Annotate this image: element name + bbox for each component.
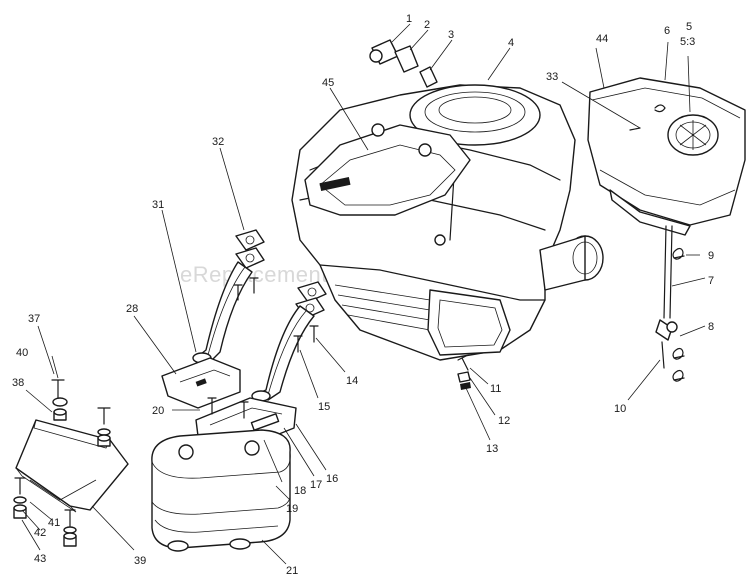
callout-19: 19 xyxy=(286,503,298,515)
callout-41: 41 xyxy=(48,517,60,529)
exhaust-pipe-right xyxy=(251,305,315,402)
callout-43: 43 xyxy=(34,553,46,565)
callout-37: 37 xyxy=(28,313,40,325)
callout-38: 38 xyxy=(12,377,24,389)
callout-13: 13 xyxy=(486,443,498,455)
callout-2: 2 xyxy=(424,19,430,31)
callout-42: 42 xyxy=(34,527,46,539)
callout-6: 6 xyxy=(664,25,670,37)
callout-33: 33 xyxy=(546,71,558,83)
callout-4: 4 xyxy=(508,37,514,49)
callout-labels: 1 2 3 4 5 5:3 6 7 8 9 10 11 12 13 14 15 … xyxy=(12,13,714,577)
callout-11: 11 xyxy=(490,383,501,395)
leader-lines xyxy=(21,23,706,565)
callout-15: 15 xyxy=(318,401,330,413)
fuel-tank xyxy=(587,77,746,236)
callout-32: 32 xyxy=(212,136,224,148)
heat-shield xyxy=(15,419,129,513)
breather-parts xyxy=(369,39,438,88)
callout-7: 7 xyxy=(708,275,714,287)
callout-9: 9 xyxy=(708,250,714,262)
callout-45: 45 xyxy=(322,77,334,89)
fuel-line xyxy=(655,225,685,382)
callout-3: 3 xyxy=(448,29,454,41)
gasket-bolts xyxy=(233,277,319,353)
callout-12: 12 xyxy=(498,415,510,427)
callout-44: 44 xyxy=(596,33,608,45)
muffler xyxy=(151,429,291,552)
callout-21: 21 xyxy=(286,565,298,577)
callout-20: 20 xyxy=(152,405,164,417)
callout-39: 39 xyxy=(134,555,146,567)
callout-1: 1 xyxy=(406,13,412,25)
callout-40: 40 xyxy=(16,347,28,359)
callout-10: 10 xyxy=(614,403,626,415)
callout-5: 5 xyxy=(686,21,692,33)
callout-31: 31 xyxy=(152,199,164,211)
callout-14: 14 xyxy=(346,375,358,387)
shield-hardware xyxy=(13,379,111,547)
callout-17: 17 xyxy=(310,479,322,491)
callout-16: 16 xyxy=(326,473,338,485)
callout-28: 28 xyxy=(126,303,138,315)
callout-5-3: 5:3 xyxy=(680,36,695,48)
air-cleaner-cover xyxy=(304,123,471,216)
callout-8: 8 xyxy=(708,321,714,333)
callout-18: 18 xyxy=(294,485,306,497)
engine xyxy=(291,84,604,361)
valve-cover-screws xyxy=(457,355,471,390)
